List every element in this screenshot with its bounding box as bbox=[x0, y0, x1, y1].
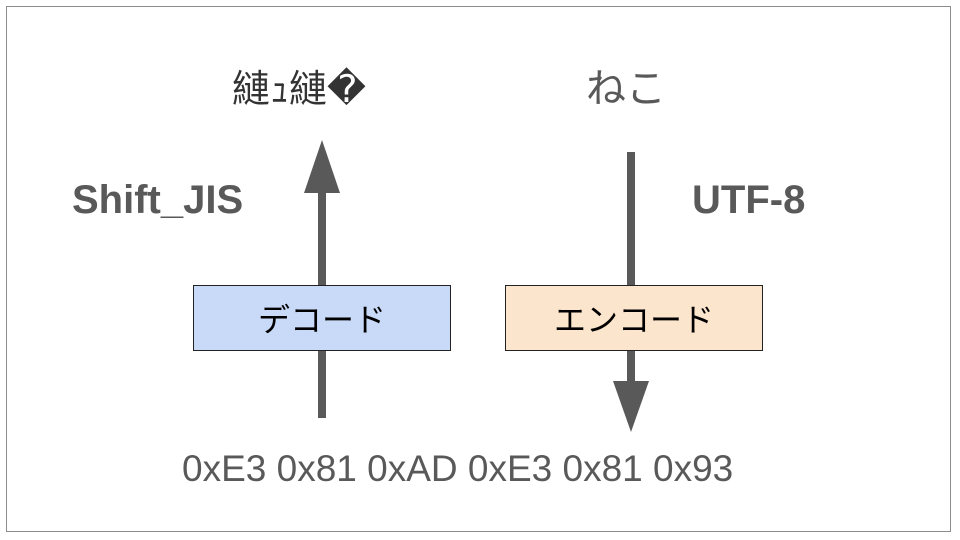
encode-box: エンコード bbox=[505, 285, 763, 351]
original-text: ねこ bbox=[586, 66, 666, 112]
decode-arrow-head bbox=[304, 140, 340, 193]
decode-label: デコード bbox=[257, 301, 386, 339]
shift-jis-label: Shift_JIS bbox=[72, 178, 244, 222]
encode-arrow-shaft bbox=[627, 152, 635, 384]
encode-arrow-down bbox=[613, 152, 649, 432]
decode-arrow-up bbox=[304, 140, 340, 418]
utf8-label: UTF-8 bbox=[692, 178, 806, 222]
encode-label: エンコード bbox=[553, 301, 714, 339]
encode-arrow-head bbox=[613, 381, 649, 432]
decode-box: デコード bbox=[193, 285, 451, 351]
diagram-frame bbox=[6, 6, 951, 532]
garbled-text: 縺ｭ縺� bbox=[232, 67, 366, 111]
byte-sequence: 0xE3 0x81 0xAD 0xE3 0x81 0x93 bbox=[182, 448, 734, 489]
